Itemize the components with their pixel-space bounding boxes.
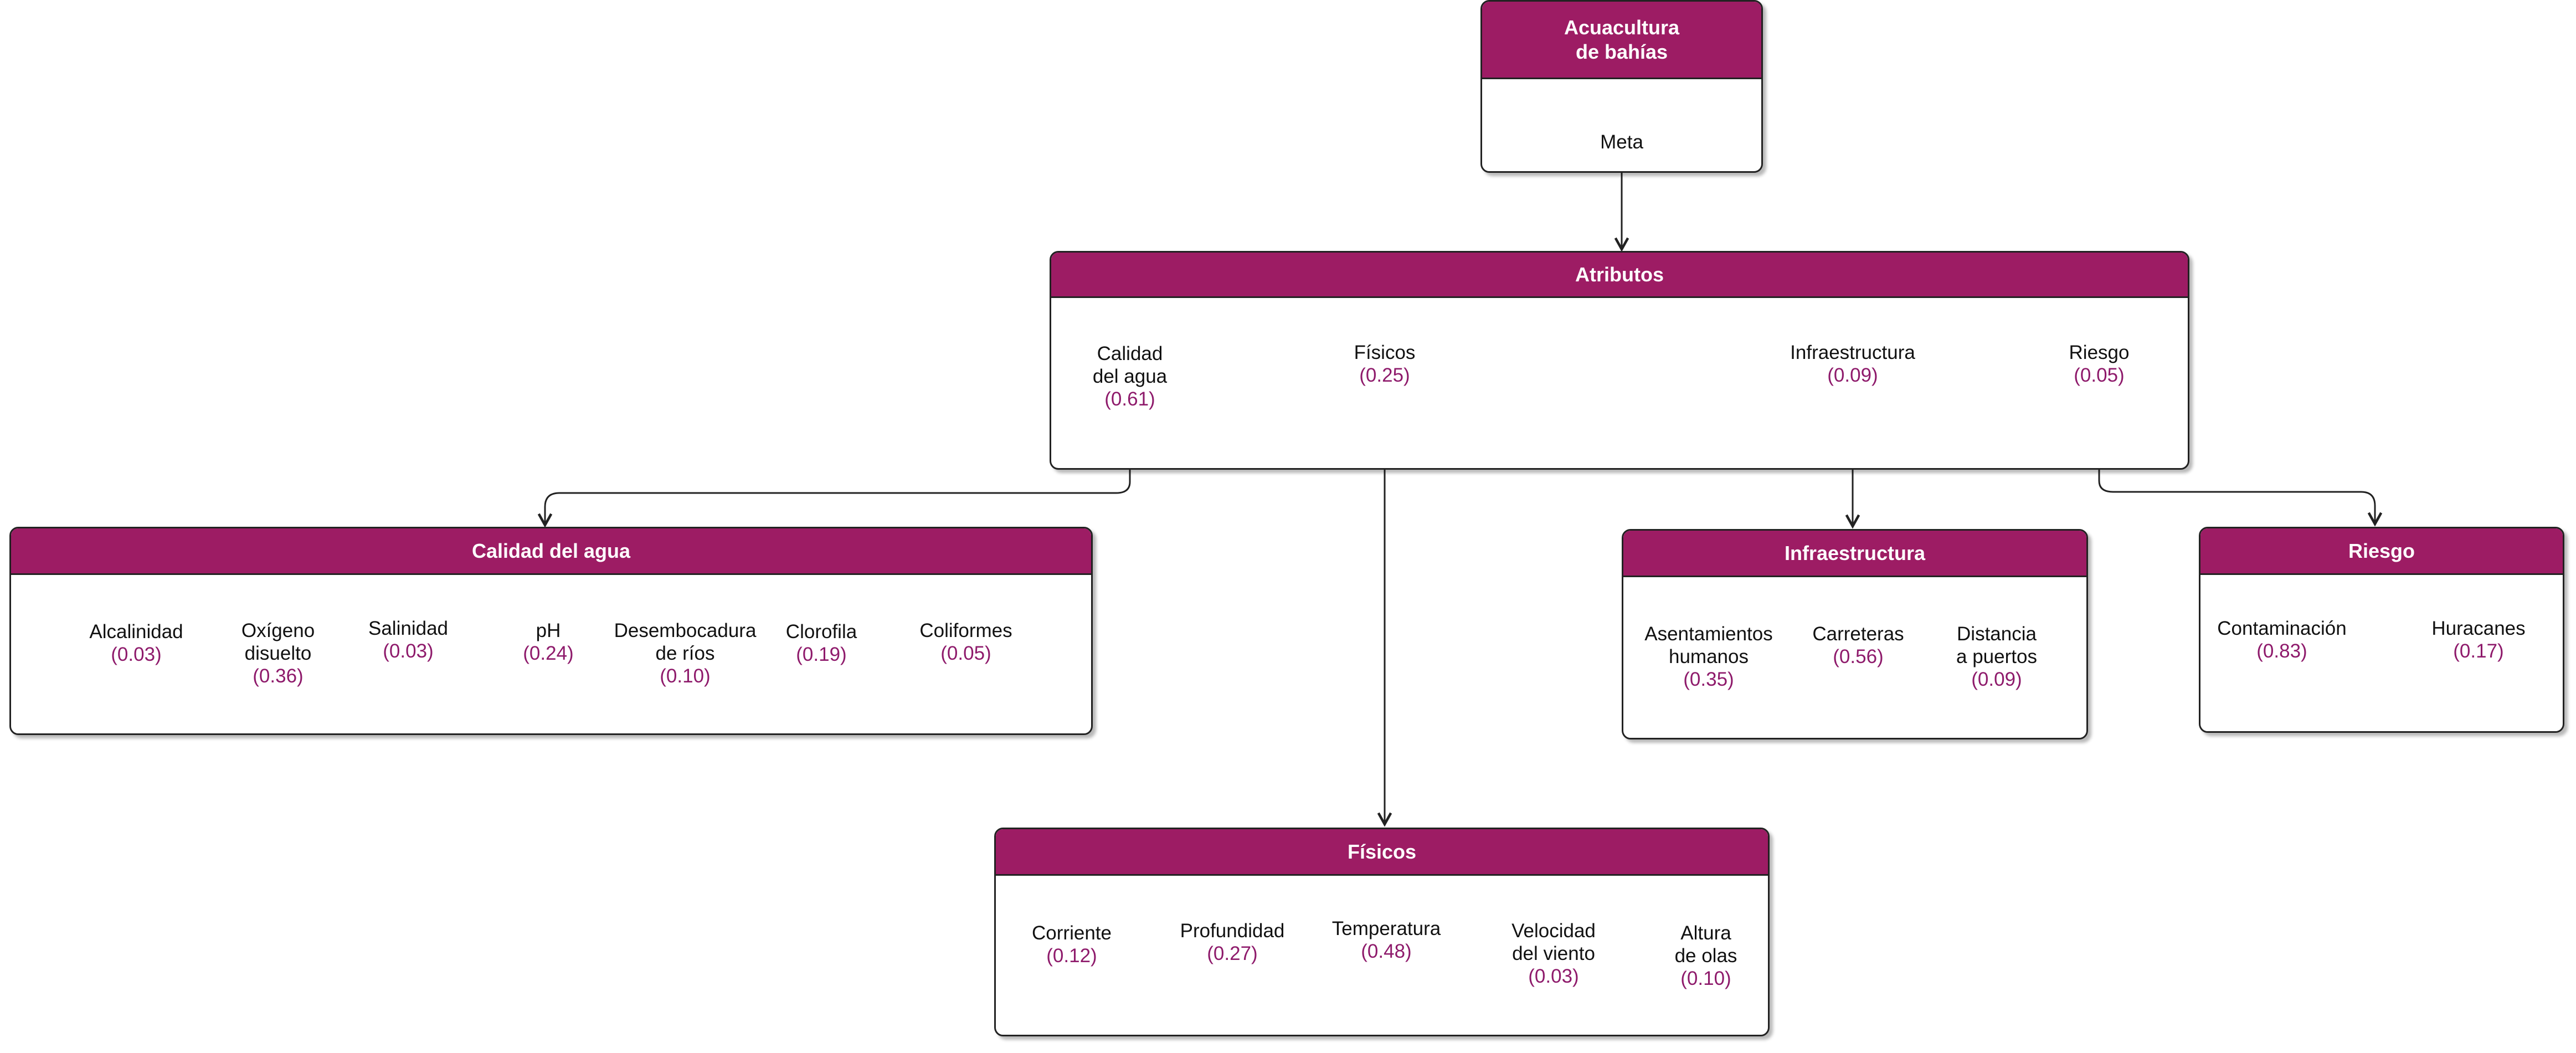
calidad-node-title: Calidad del agua [11, 528, 1091, 575]
infraestructura-node: Infraestructura [1622, 529, 2088, 739]
atributos-node-title: Atributos [1051, 253, 2188, 298]
calidad-item: Salinidad (0.03) [368, 618, 448, 662]
calidad-item: Alcalinidad (0.03) [89, 621, 183, 665]
link-riesgo [2098, 442, 2375, 524]
calidad-node: Calidad del agua [9, 527, 1093, 735]
riesgo-node-title: Riesgo [2200, 528, 2563, 575]
calidad-item: Oxígeno disuelto (0.36) [241, 620, 315, 687]
infraestructura-item: Carreteras (0.56) [1812, 623, 1904, 667]
riesgo-node: Riesgo [2199, 527, 2564, 733]
infraestructura-item: Distancia a puertos (0.09) [1956, 623, 2037, 690]
atributos-node: Atributos [1050, 251, 2189, 470]
fisicos-node: Físicos [994, 828, 1770, 1036]
fisicos-item: Temperatura (0.48) [1331, 918, 1441, 962]
calidad-item: Desembocadura de ríos (0.10) [614, 620, 757, 687]
calidad-item: Coliformes (0.05) [919, 620, 1012, 664]
root-node-title: Acuacultura de bahías [1482, 2, 1761, 79]
infraestructura-item: Asentamientos humanos (0.35) [1644, 623, 1773, 690]
fisicos-node-title: Físicos [996, 829, 1768, 876]
root-node-item: Meta [1600, 131, 1643, 153]
riesgo-item: Contaminación (0.83) [2217, 618, 2347, 662]
link-calidad [545, 470, 1131, 525]
atributos-item-calidad: Calidad del agua (0.61) [1092, 343, 1168, 410]
fisicos-item: Altura de olas (0.10) [1674, 922, 1737, 989]
fisicos-item: Velocidad del viento (0.03) [1511, 920, 1596, 987]
root-node: Acuacultura de bahías [1480, 0, 1763, 173]
fisicos-item: Corriente (0.12) [1032, 922, 1112, 967]
atributos-item-fisicos: Físicos (0.25) [1354, 342, 1416, 386]
calidad-item: Clorofila (0.19) [785, 621, 857, 665]
infraestructura-node-title: Infraestructura [1623, 531, 2086, 577]
fisicos-item: Profundidad (0.27) [1180, 920, 1285, 964]
atributos-item-infraestructura: Infraestructura (0.09) [1790, 342, 1915, 386]
riesgo-item: Huracanes (0.17) [2431, 618, 2526, 662]
atributos-item-riesgo: Riesgo (0.05) [2069, 342, 2130, 386]
calidad-item: pH (0.24) [523, 620, 574, 664]
